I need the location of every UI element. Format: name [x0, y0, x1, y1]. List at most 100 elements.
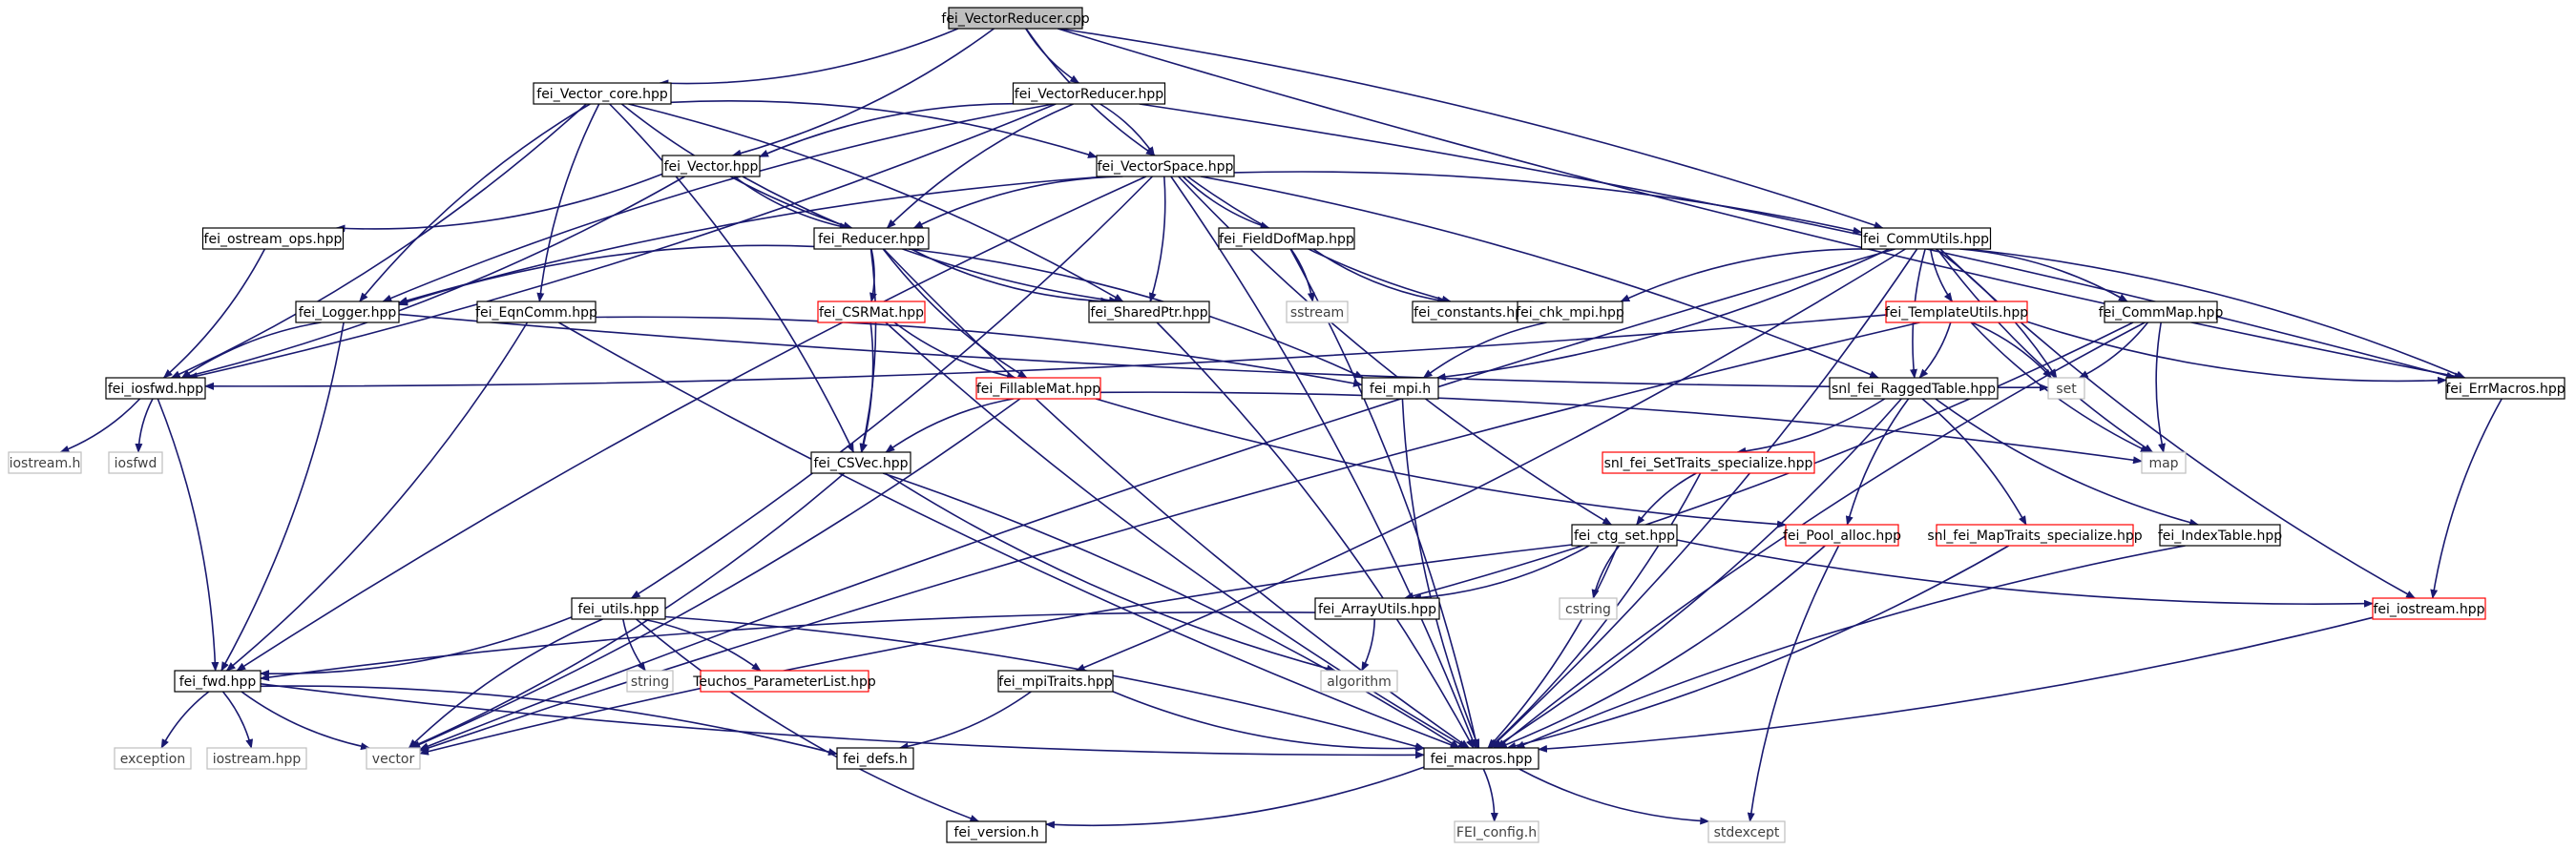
node-label: fei_CommMap.hpp	[2099, 305, 2224, 321]
node-vectorreducer_hpp[interactable]: fei_VectorReducer.hpp	[1012, 82, 1166, 105]
edge-vector_core-to-vectorspace	[670, 99, 1098, 158]
node-box	[700, 670, 869, 693]
edge-vectorspace-to-sharedptr	[1148, 176, 1166, 302]
node-logger[interactable]: fei_Logger.hpp	[295, 301, 400, 323]
edge-vector-to-sharedptr	[742, 176, 1119, 304]
node-mpi_h[interactable]: fei_mpi.h	[1361, 377, 1439, 400]
node-vector_sys: vector	[366, 747, 421, 770]
edge-commutils-to-commmap	[1959, 248, 2128, 302]
node-box	[997, 670, 1114, 693]
node-iostream_hpp[interactable]: fei_iostream.hpp	[2372, 597, 2486, 620]
node-label: fei_VectorReducer.hpp	[1015, 87, 1164, 102]
edge-fillablemat-to-csvec	[885, 398, 1014, 453]
edge-fillablemat-to-vector_sys	[410, 398, 1021, 749]
edge-root-to-vectorreducer_hpp	[1025, 28, 1080, 84]
node-iosfwd_hpp[interactable]: fei_iosfwd.hpp	[105, 377, 206, 400]
edge-ctg_set-to-macros	[1487, 545, 1619, 749]
edge-vector_core-to-sharedptr	[628, 103, 1124, 302]
node-vector[interactable]: fei_Vector.hpp	[661, 155, 761, 177]
edge-pool_alloc-to-stdexcept	[1747, 545, 1840, 822]
node-box	[1361, 377, 1439, 400]
edge-commutils-to-errmacros	[1966, 248, 2466, 379]
node-eqncomm[interactable]: fei_EqnComm.hpp	[475, 301, 597, 323]
edge-iosfwd_hpp-to-iosfwd	[135, 398, 154, 453]
node-raggedtable[interactable]: snl_fei_RaggedTable.hpp	[1829, 377, 1999, 400]
node-maptraits[interactable]: snl_fei_MapTraits_specialize.hpp	[1927, 524, 2143, 547]
node-csrmat[interactable]: fei_CSRMat.hpp	[817, 301, 926, 323]
node-label: fei_TemplateUtils.hpp	[1885, 305, 2028, 321]
node-label: fei_CSRMat.hpp	[819, 305, 924, 321]
edge-commutils-to-templateutils	[1929, 248, 1954, 302]
node-label: stdexcept	[1714, 825, 1780, 840]
node-box	[1096, 155, 1235, 177]
node-utils[interactable]: fei_utils.hpp	[571, 597, 666, 620]
node-root[interactable]: fei_VectorReducer.cpp	[941, 7, 1090, 30]
node-vector_core[interactable]: fei_Vector_core.hpp	[533, 82, 672, 105]
edge-macros-to-version	[1045, 766, 1425, 829]
node-chk_mpi[interactable]: fei_chk_mpi.hpp	[1516, 301, 1624, 323]
node-box	[105, 377, 206, 400]
node-version[interactable]: fei_version.h	[946, 820, 1047, 843]
node-label: fei_fwd.hpp	[179, 674, 257, 690]
edge-sharedptr-to-macros	[1156, 321, 1475, 749]
edge-settraits-to-ctg_set	[1636, 472, 1697, 526]
edge-vectorreducer_hpp-to-vector	[759, 102, 1035, 157]
node-commutils[interactable]: fei_CommUtils.hpp	[1860, 227, 1992, 250]
edge-utils-to-vector_sys	[408, 618, 603, 749]
node-box	[836, 747, 914, 770]
node-ostream_ops[interactable]: fei_ostream_ops.hpp	[201, 227, 345, 250]
node-box	[1785, 524, 1899, 547]
edge-fielddofmap-to-constants	[1312, 248, 1448, 304]
node-label: FEI_config.h	[1456, 825, 1537, 840]
edge-logger-to-fwd	[220, 321, 345, 672]
node-pool_alloc[interactable]: fei_Pool_alloc.hpp	[1783, 524, 1901, 547]
node-fielddofmap[interactable]: fei_FieldDofMap.hpp	[1218, 227, 1355, 250]
node-box	[1829, 377, 1999, 400]
node-ctg_set[interactable]: fei_ctg_set.hpp	[1571, 524, 1678, 547]
node-box	[533, 82, 672, 105]
node-box	[1936, 524, 2134, 547]
node-label: fei_VectorSpace.hpp	[1098, 159, 1234, 175]
edge-vectorspace-to-macros	[1170, 176, 1476, 749]
node-box	[2141, 451, 2187, 474]
node-settraits[interactable]: snl_fei_SetTraits_specialize.hpp	[1602, 451, 1815, 474]
node-reducer[interactable]: fei_Reducer.hpp	[813, 227, 930, 250]
node-fillablemat[interactable]: fei_FillableMat.hpp	[975, 377, 1101, 400]
edge-vector-to-ostream_ops	[335, 173, 663, 233]
node-stdexcept: stdexcept	[1707, 820, 1786, 843]
edge-commutils-to-mpi_h	[1435, 248, 1890, 381]
edge-csrmat-to-macros	[885, 321, 1468, 749]
node-cstring: cstring	[1559, 597, 1618, 620]
node-macros[interactable]: fei_macros.hpp	[1423, 747, 1539, 770]
node-box	[1517, 301, 1623, 323]
node-box	[174, 670, 262, 693]
node-arrayutils[interactable]: fei_ArrayUtils.hpp	[1314, 597, 1440, 620]
node-indextable[interactable]: fei_IndexTable.hpp	[2158, 524, 2282, 547]
node-map: map	[2141, 451, 2187, 474]
node-box	[476, 301, 597, 323]
node-label: fei_ostream_ops.hpp	[204, 232, 343, 247]
node-templateutils[interactable]: fei_TemplateUtils.hpp	[1885, 301, 2028, 323]
node-fwd[interactable]: fei_fwd.hpp	[174, 670, 262, 693]
node-csvec[interactable]: fei_CSVec.hpp	[810, 451, 911, 474]
node-vectorspace[interactable]: fei_VectorSpace.hpp	[1096, 155, 1235, 177]
node-box	[1314, 597, 1440, 620]
edge-vector_core-to-eqncomm	[536, 103, 600, 302]
node-label: vector	[372, 752, 415, 767]
edge-fillablemat-to-map	[1100, 391, 2143, 465]
node-label: fei_ctg_set.hpp	[1574, 529, 1675, 544]
node-box	[571, 597, 666, 620]
edge-iostream_hpp-to-macros	[1538, 616, 2374, 753]
node-box	[1218, 227, 1355, 250]
node-constants[interactable]: fei_constants.hpp	[1412, 301, 1534, 323]
node-errmacros[interactable]: fei_ErrMacros.hpp	[2445, 377, 2566, 400]
node-commmap[interactable]: fei_CommMap.hpp	[2099, 301, 2224, 323]
edge-vector_core-to-iosfwd_hpp	[170, 103, 587, 379]
node-sharedptr[interactable]: fei_SharedPtr.hpp	[1088, 301, 1210, 323]
edge-mpitraits-to-macros	[1112, 691, 1425, 753]
node-label: fei_FieldDofMap.hpp	[1219, 232, 1354, 247]
node-defs[interactable]: fei_defs.h	[836, 747, 914, 770]
node-label: iosfwd	[115, 456, 157, 471]
node-mpitraits[interactable]: fei_mpiTraits.hpp	[997, 670, 1114, 693]
node-paramlist[interactable]: Teuchos_ParameterList.hpp	[692, 670, 876, 693]
